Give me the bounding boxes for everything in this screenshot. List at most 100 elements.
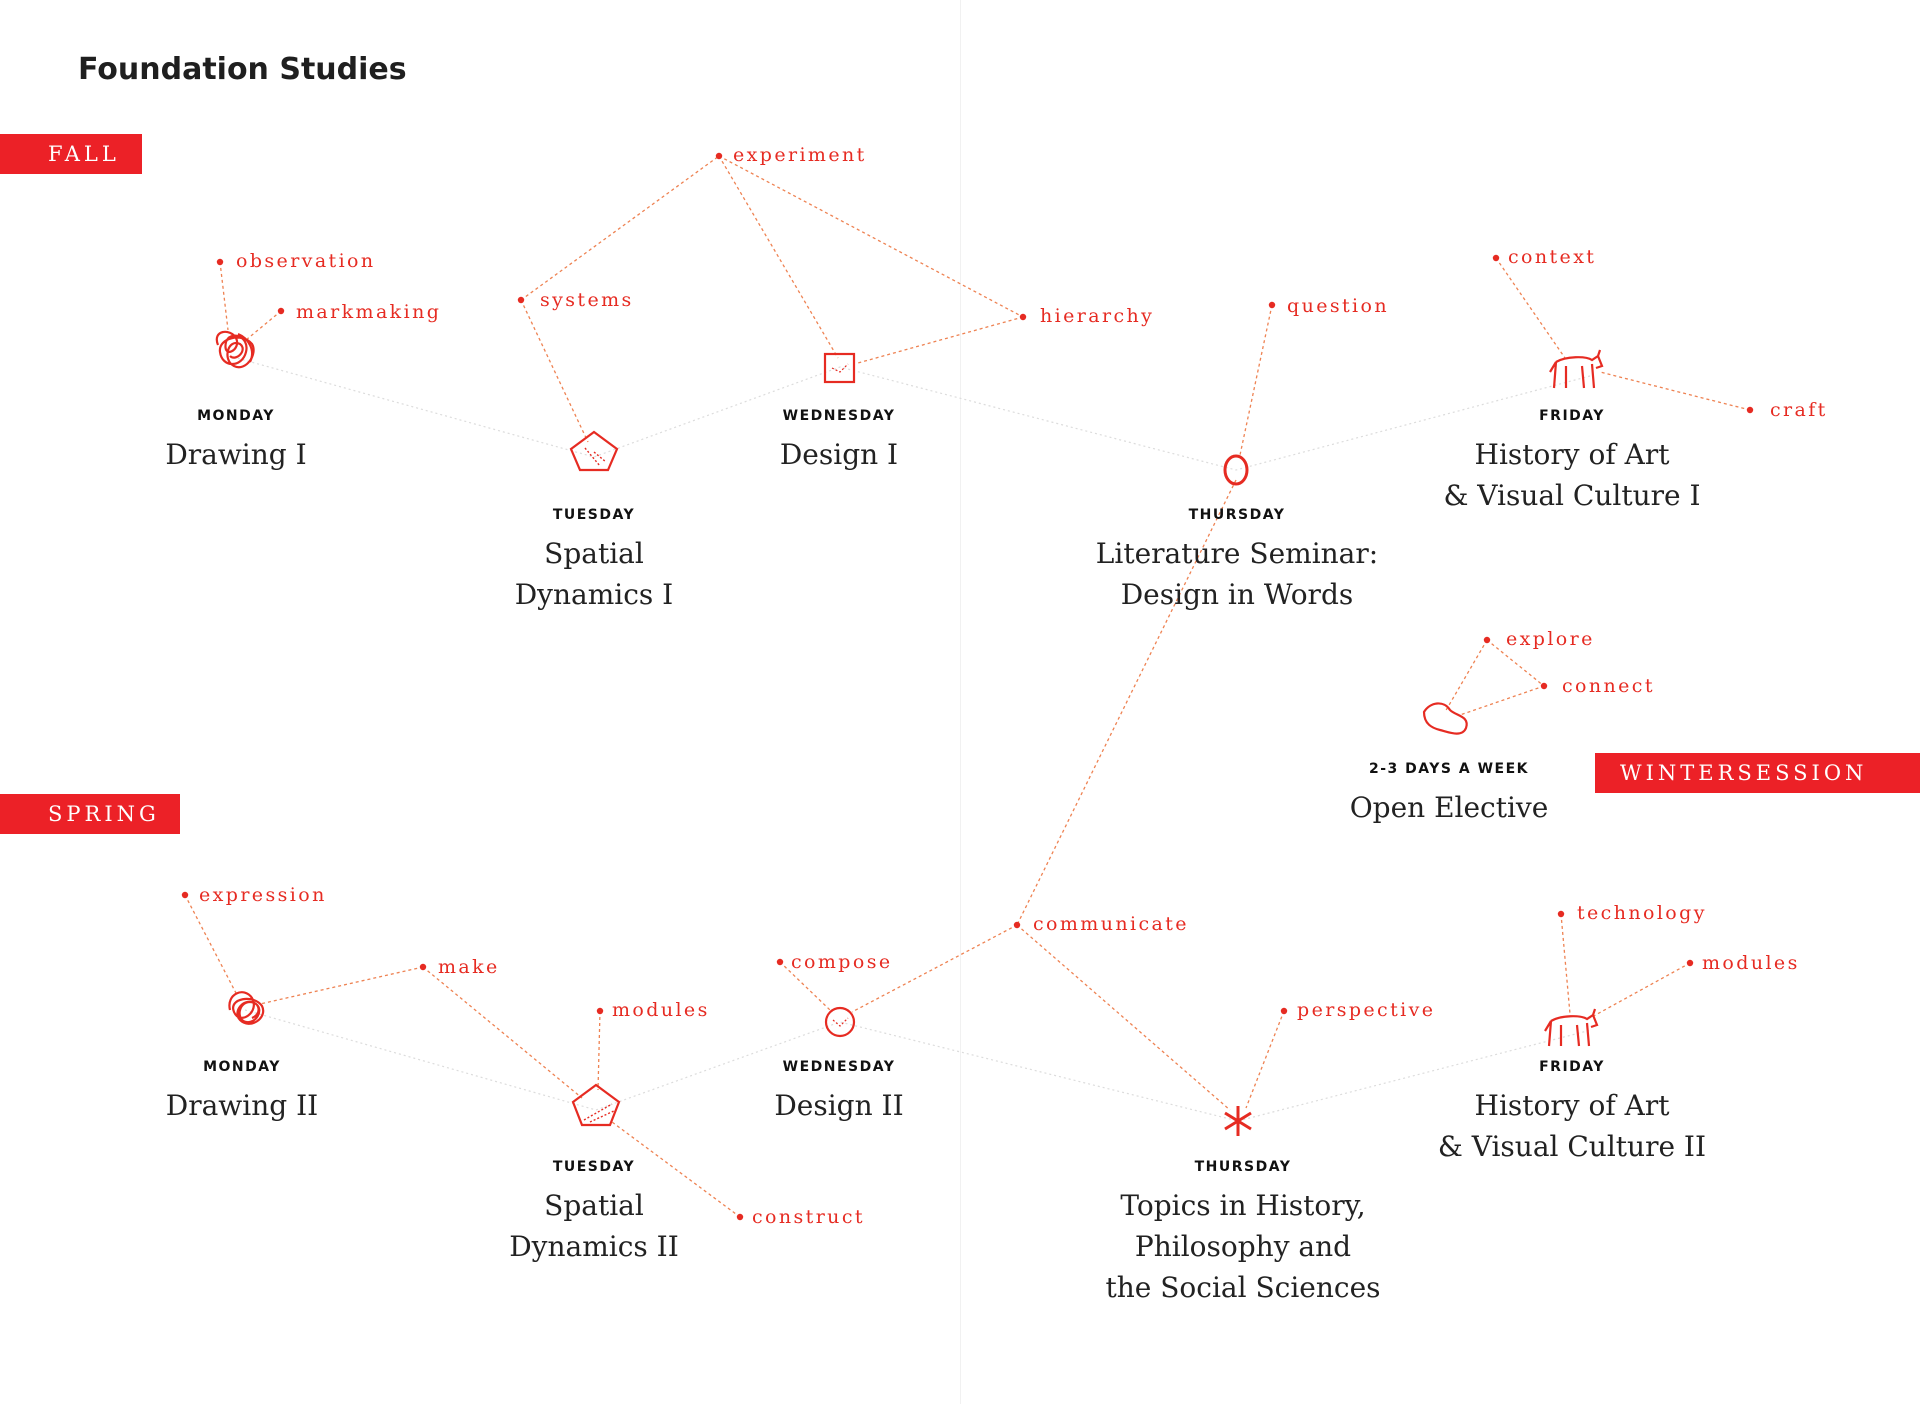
keyword-make: make [438,956,500,978]
dot-connect [1540,682,1548,690]
page-title: Foundation Studies [78,52,407,87]
dot-compose [776,958,784,966]
edge-lit-communicate [1016,479,1237,926]
course-day: MONDAY [197,408,275,424]
blob-icon [1422,702,1468,735]
scribble-icon [215,330,255,369]
course-topics-history: THURSDAY Topics in History, Philosophy a… [1053,1159,1433,1308]
course-day: TUESDAY [552,1159,636,1175]
edge-technology [1560,913,1571,1015]
course-spatial-dynamics-2: TUESDAY Spatial Dynamics II [404,1159,784,1267]
edge-systems-experiment [520,155,720,301]
dot-question [1268,301,1276,309]
spring-term-label: SPRING [48,802,160,826]
keyword-dots [181,152,1754,1221]
edge-experiment-design [718,155,839,359]
course-name-line: & Visual Culture II [1437,1130,1707,1163]
keyword-communicate: communicate [1033,913,1189,935]
keyword-systems: systems [540,289,634,311]
edge-modules-spatial [597,1010,601,1091]
edge-expression [184,894,238,996]
edge-systems [520,299,589,443]
keyword-explore: explore [1506,628,1595,650]
edge-communicate-design [851,924,1018,1013]
course-drawing-2: MONDAY Drawing II [52,1059,432,1126]
dot-communicate [1013,921,1021,929]
course-name-line: Design in Words [1120,578,1354,611]
edge-observation [219,261,229,331]
keyword-compose: compose [791,951,893,973]
course-name-line: the Social Sciences [1105,1271,1381,1304]
course-day: THURSDAY [1194,1159,1292,1175]
dot-perspective [1280,1007,1288,1015]
dot-observation [216,258,224,266]
keyword-labels: observation markmaking systems experimen… [199,144,1825,1228]
edge-make-spatial [422,966,583,1099]
circle-icon [824,1006,856,1038]
course-name: Design II [774,1089,904,1122]
course-name-line: History of Art [1474,1089,1670,1122]
edge-question [1239,304,1273,456]
wintersession-term-band: WINTERSESSION [1595,753,1920,793]
edge-explore-connect [1486,639,1545,687]
edge-hierarchy [857,316,1024,364]
edge-perspective [1245,1010,1285,1109]
course-day: MONDAY [203,1059,281,1075]
keyword-observation: observation [236,250,376,272]
dot-modules-spatial [596,1007,604,1015]
course-name-line: Dynamics I [514,578,674,611]
course-spatial-dynamics-1: TUESDAY Spatial Dynamics I [404,507,784,615]
square-icon [823,352,856,384]
course-day: FRIDAY [1539,1059,1605,1075]
keyword-modules-spatial: modules [612,999,710,1021]
edge-connect [1459,685,1545,716]
animal-icon [1544,1008,1599,1047]
course-name: Drawing I [165,438,307,471]
course-name-line: Dynamics II [509,1230,679,1263]
edge-experiment-hierarchy [718,155,1024,318]
course-day: TUESDAY [552,507,636,523]
dot-hierarchy [1019,313,1027,321]
course-day: FRIDAY [1539,408,1605,424]
course-drawing-1: MONDAY Drawing I [46,408,426,475]
keyword-experiment: experiment [733,144,867,166]
dot-systems [517,296,525,304]
dot-modules-history [1686,959,1694,967]
keyword-question: question [1287,295,1389,317]
keyword-connect: connect [1562,675,1655,697]
course-name-line: & Visual Culture I [1443,479,1701,512]
course-day: WEDNESDAY [782,408,896,424]
spring-course-path [244,1009,1592,1122]
asterisk-icon [1224,1106,1252,1136]
dot-experiment [715,152,723,160]
keyword-markmaking: markmaking [296,301,441,323]
course-name-line: Topics in History, [1120,1189,1366,1222]
spring-term-band: SPRING [0,794,180,834]
edge-modules-history [1589,962,1691,1019]
edge-make [259,966,424,1005]
edge-explore [1444,639,1488,713]
fall-course-path [232,356,1591,471]
page-fold [960,0,961,1404]
course-day: THURSDAY [1188,507,1286,523]
dot-technology [1557,910,1565,918]
course-name: Open Elective [1349,791,1549,824]
dot-expression [181,891,189,899]
course-history-art-2: FRIDAY History of Art & Visual Culture I… [1382,1059,1762,1167]
dot-make [419,963,427,971]
edge-context [1495,257,1566,359]
course-name: Design I [779,438,899,471]
edge-craft [1599,371,1751,411]
course-day: WEDNESDAY [782,1059,896,1075]
dot-explore [1483,636,1491,644]
edge-communicate-topics [1016,924,1231,1111]
keyword-hierarchy: hierarchy [1040,305,1154,327]
fall-term-label: FALL [48,142,120,166]
dot-context [1492,254,1500,262]
course-design-2: WEDNESDAY Design II [649,1059,1029,1126]
edge-construct [611,1121,741,1218]
pentagon-icon [571,1083,621,1127]
course-open-elective: 2-3 DAYS A WEEK Open Elective [1259,761,1639,828]
keyword-expression: expression [199,884,327,906]
